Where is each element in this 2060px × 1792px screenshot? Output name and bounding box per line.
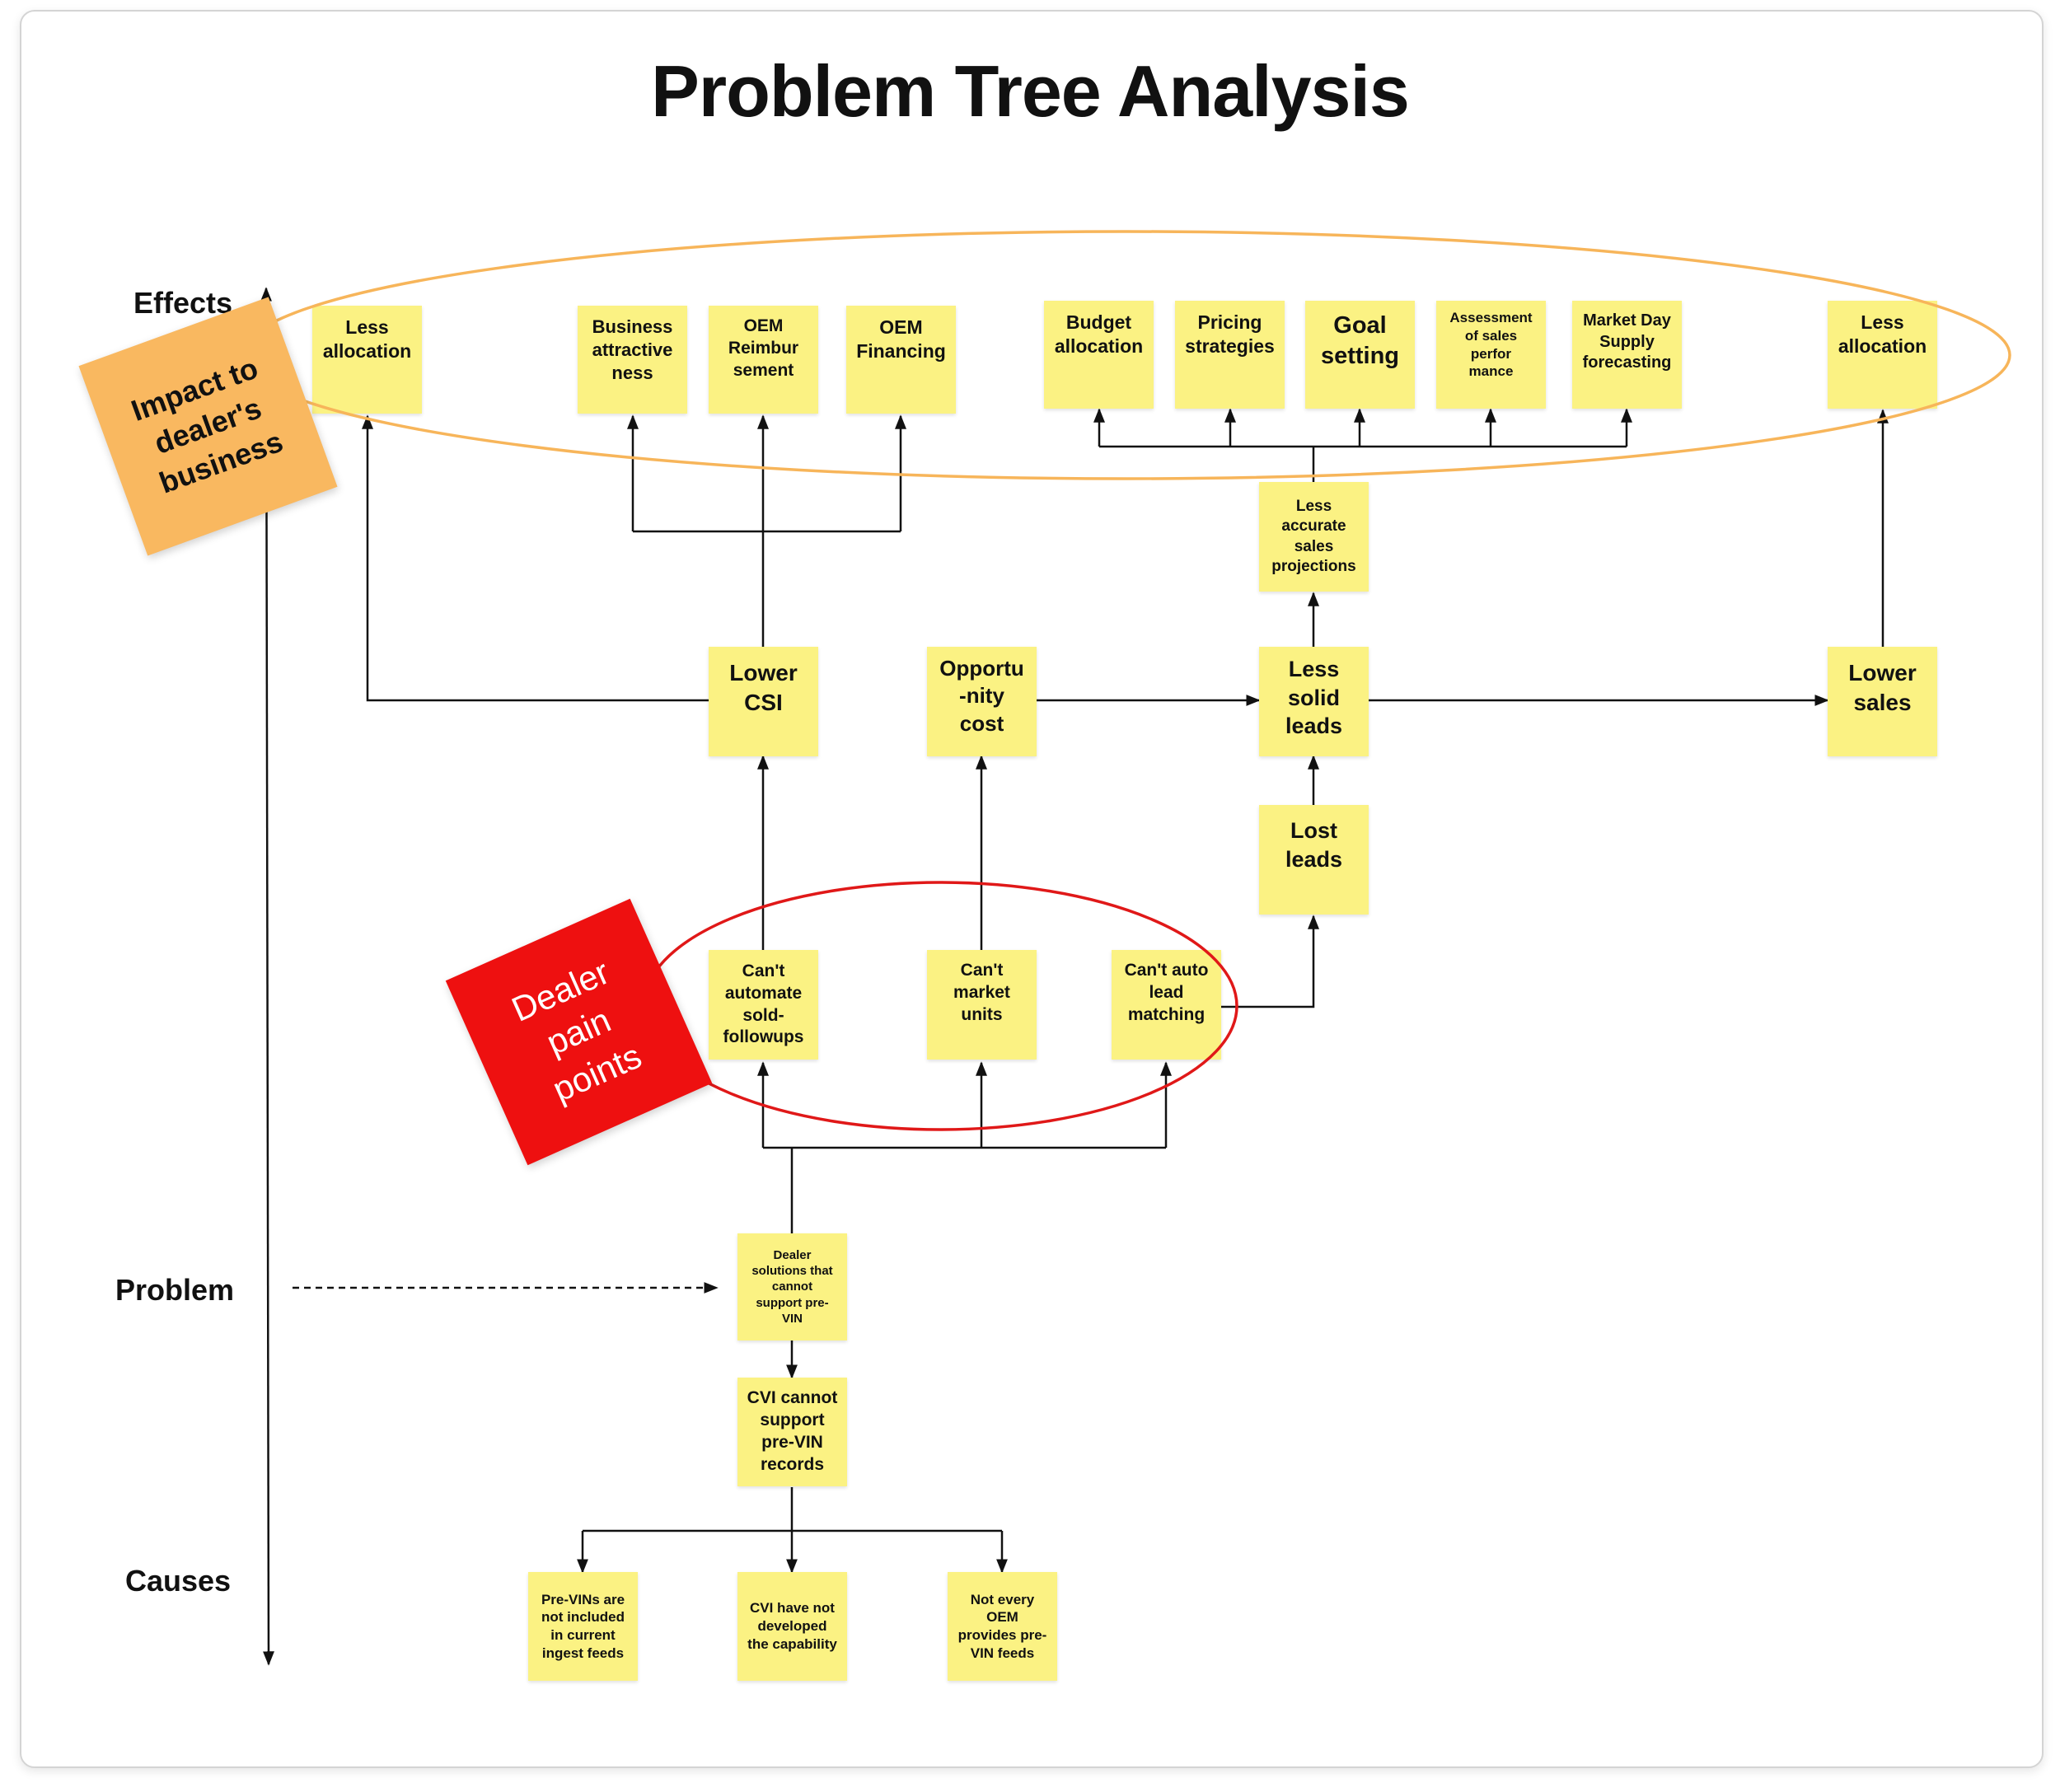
note-text: CVI have not developed the capability	[747, 1600, 837, 1652]
note-text: Pre-VINs are not included in current ing…	[541, 1591, 625, 1661]
note-text: Lower sales	[1848, 660, 1917, 715]
note-market-day-supply[interactable]: Market Day Supply forecasting	[1572, 301, 1682, 409]
note-text: Goal setting	[1320, 312, 1400, 370]
note-oem-financing[interactable]: OEM Financing	[846, 306, 956, 414]
tag-text: Dealer pain points	[505, 952, 648, 1109]
tag-text: Impact to dealer's business	[126, 351, 288, 500]
note-cvi-cannot-support[interactable]: CVI cannot support pre-VIN records	[737, 1378, 847, 1486]
note-not-every-oem[interactable]: Not every OEM provides pre- VIN feeds	[948, 1572, 1057, 1681]
note-text: Can't automate sold- followups	[723, 961, 804, 1047]
note-less-allocation-right[interactable]: Less allocation	[1828, 301, 1937, 409]
axis-label-problem: Problem	[115, 1273, 235, 1307]
connector-autolead-to-lost	[1220, 915, 1319, 1008]
note-pre-vins-not-included[interactable]: Pre-VINs are not included in current ing…	[528, 1572, 638, 1681]
note-less-solid-leads[interactable]: Less solid leads	[1259, 647, 1369, 756]
note-oem-reimbursement[interactable]: OEM Reimbur sement	[709, 306, 818, 414]
note-text: Assessment of sales perfor mance	[1449, 310, 1533, 380]
note-text: OEM Reimbur sement	[728, 316, 799, 380]
note-lost-leads[interactable]: Lost leads	[1259, 805, 1369, 915]
note-dealer-solutions-problem[interactable]: Dealer solutions that cannot support pre…	[737, 1233, 847, 1340]
note-text: Can't auto lead matching	[1124, 961, 1209, 1024]
note-cant-market-units[interactable]: Can't market units	[927, 950, 1037, 1060]
connector-csi-to-less-allocation	[362, 414, 709, 702]
note-text: Can't market units	[953, 961, 1010, 1024]
note-cant-automate-followups[interactable]: Can't automate sold- followups	[709, 950, 818, 1060]
note-pricing-strategies[interactable]: Pricing strategies	[1175, 301, 1285, 409]
note-less-allocation-left[interactable]: Less allocation	[312, 306, 422, 414]
note-opportunity-cost[interactable]: Opportu -nity cost	[927, 647, 1037, 756]
note-text: CVI cannot support pre-VIN records	[747, 1388, 838, 1474]
note-text: Pricing strategies	[1185, 311, 1275, 358]
note-text: Budget allocation	[1054, 311, 1144, 358]
note-business-attractiveness[interactable]: Business attractive ness	[578, 306, 687, 414]
note-assessment-sales[interactable]: Assessment of sales perfor mance	[1436, 301, 1546, 409]
note-text: Less solid leads	[1285, 657, 1343, 739]
note-text: Lost leads	[1285, 818, 1343, 872]
vertical-axis	[260, 287, 274, 1666]
note-text: Business attractive ness	[592, 316, 673, 384]
note-text: Lower CSI	[729, 660, 798, 715]
note-goal-setting[interactable]: Goal setting	[1305, 301, 1415, 409]
note-lower-sales[interactable]: Lower sales	[1828, 647, 1937, 756]
note-text: Not every OEM provides pre- VIN feeds	[957, 1591, 1047, 1661]
note-cvi-not-developed[interactable]: CVI have not developed the capability	[737, 1572, 847, 1681]
page-title: Problem Tree Analysis	[651, 50, 1410, 132]
note-text: Market Day Supply forecasting	[1582, 311, 1672, 372]
note-lower-csi[interactable]: Lower CSI	[709, 647, 818, 756]
note-text: Less allocation	[322, 316, 412, 363]
axis-label-causes: Causes	[125, 1564, 232, 1598]
note-cant-auto-lead-matching[interactable]: Can't auto lead matching	[1112, 950, 1221, 1060]
note-less-accurate-projections[interactable]: Less accurate sales projections	[1259, 482, 1369, 592]
axis-label-effects: Effects	[133, 286, 233, 320]
note-text: Dealer solutions that cannot support pre…	[751, 1248, 833, 1326]
note-text: Opportu -nity cost	[939, 656, 1024, 736]
note-budget-allocation[interactable]: Budget allocation	[1044, 301, 1154, 409]
note-text: OEM Financing	[856, 316, 946, 363]
note-text: Less accurate sales projections	[1271, 497, 1356, 575]
note-text: Less allocation	[1838, 311, 1927, 358]
